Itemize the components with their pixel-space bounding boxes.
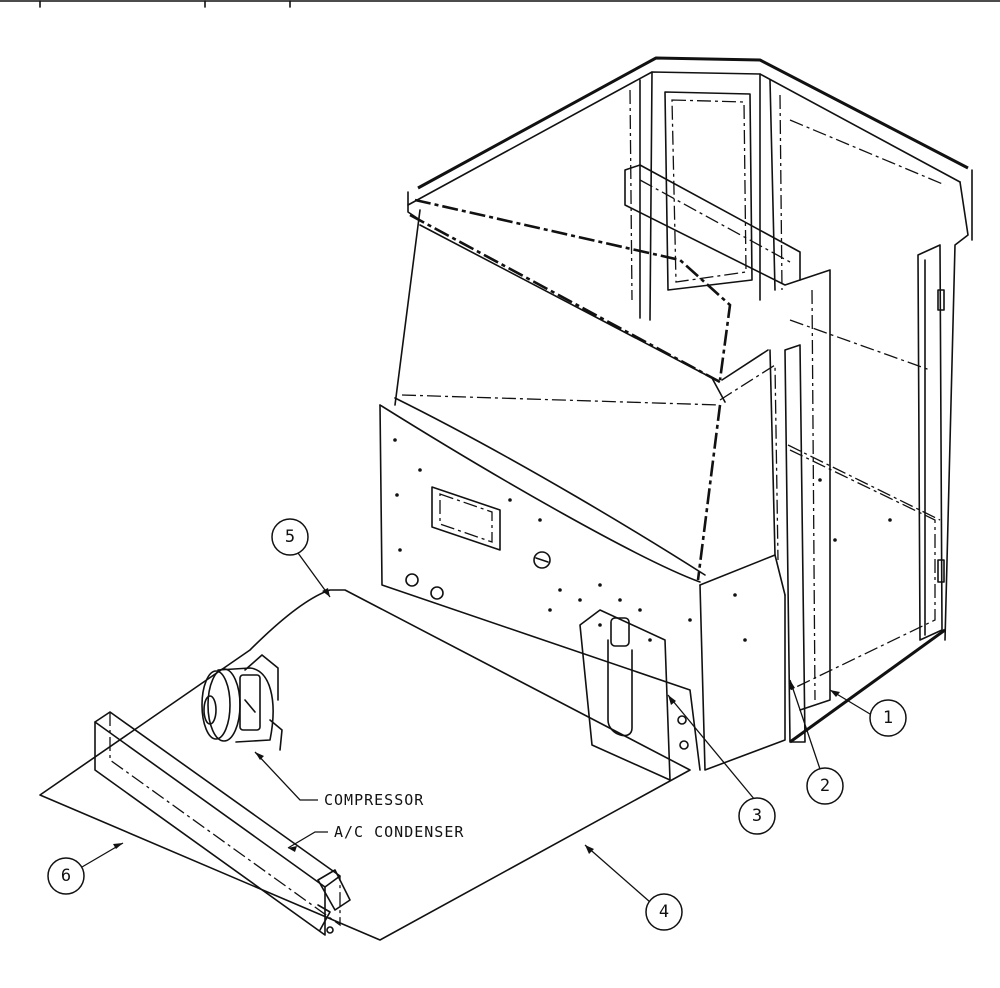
- callout-number: 2: [820, 776, 830, 796]
- condenser-label: A/C CONDENSER: [334, 823, 464, 841]
- receiver-dryer: [579, 609, 689, 781]
- callout-number: 3: [752, 806, 762, 826]
- cab-frame: [407, 56, 973, 744]
- callout-bubble: [271, 518, 309, 556]
- callout-1: 1: [829, 689, 907, 737]
- compressor: [201, 654, 283, 751]
- callout-5: 5: [271, 518, 331, 598]
- title-block-border: [0, 0, 1000, 8]
- callout-number: 6: [61, 866, 71, 886]
- compressor-label-group: COMPRESSOR: [254, 751, 424, 809]
- compressor-label: COMPRESSOR: [324, 791, 424, 809]
- callout-bubble: [47, 857, 85, 895]
- callout-bubble: [869, 699, 907, 737]
- callout-bubble: [645, 893, 683, 931]
- floor-plate: [39, 589, 691, 941]
- condenser-label-group: A/C CONDENSER: [287, 823, 464, 852]
- callout-number: 4: [659, 902, 669, 922]
- callout-6: 6: [47, 842, 124, 895]
- callout-bubble: [806, 767, 844, 805]
- callout-bubble: [738, 797, 776, 835]
- panel-holes: [393, 438, 892, 642]
- callout-number: 5: [285, 527, 295, 547]
- ac-condenser: [94, 711, 351, 936]
- callout-3: 3: [667, 694, 776, 835]
- callout-number: 1: [883, 708, 893, 728]
- front-panel: [379, 209, 892, 771]
- callout-2: 2: [789, 679, 844, 805]
- callout-4: 4: [584, 844, 683, 931]
